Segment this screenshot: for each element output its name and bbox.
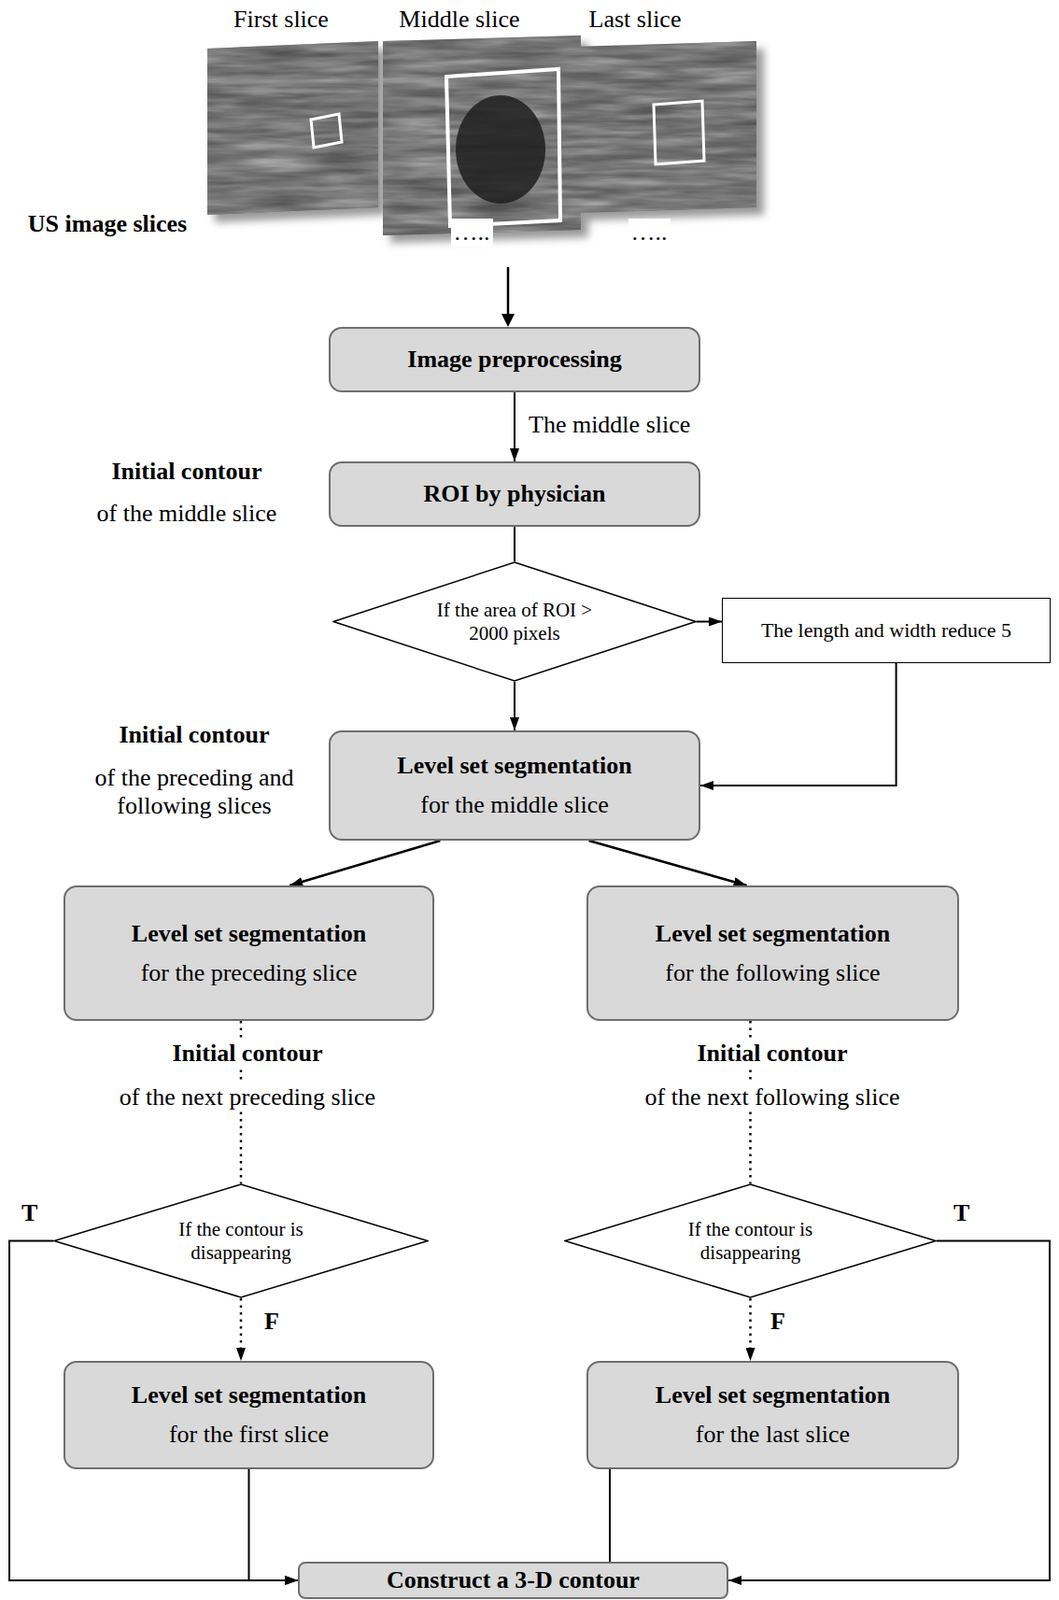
- flow-connector: [513, 681, 516, 731]
- edge-label: F: [261, 1307, 283, 1336]
- flow-connector: [696, 621, 722, 623]
- edge-label: F: [767, 1307, 789, 1336]
- annotation-text: of the next preceding slice: [116, 1083, 379, 1112]
- node-title: If the contour is disappearing: [685, 1217, 817, 1263]
- node-title: Image preprocessing: [407, 345, 622, 374]
- node-text: Construct a 3-D contour: [386, 1566, 640, 1595]
- roi-frame: [653, 100, 705, 165]
- node-text: Level set segmentation for the middle sli…: [396, 751, 632, 819]
- node-text: Image preprocessing: [407, 345, 622, 374]
- roi-frame: [446, 69, 561, 226]
- diamond-shape: [54, 1184, 428, 1298]
- process-box: Image preprocessing: [328, 326, 701, 393]
- annotation-heading: Initial contour: [115, 720, 272, 749]
- node-title: Level set segmentation: [131, 1381, 367, 1410]
- flow-connector: [513, 526, 516, 562]
- slice-image: [382, 35, 581, 236]
- annotation-heading: Initial contour: [108, 457, 265, 486]
- node-title: Level set segmentation: [396, 751, 632, 780]
- annotation-text: of the next following slice: [642, 1083, 904, 1112]
- node-title: ROI by physician: [423, 480, 606, 509]
- slice-image: [574, 41, 757, 213]
- node-text: Level set segmentation for the following …: [655, 919, 890, 988]
- roi-frame: [310, 113, 342, 148]
- lesion: [455, 95, 546, 204]
- flow-connector: [240, 1298, 243, 1361]
- edge-label: T: [950, 1199, 973, 1228]
- annotation-text: …..: [628, 218, 671, 247]
- process-box: Construct a 3-D contour: [297, 1561, 729, 1599]
- annotation-text: of the preceding and following slices: [63, 763, 325, 820]
- node-text: If the contour is disappearing: [685, 1217, 817, 1263]
- node-subtitle: for the last slice: [655, 1420, 890, 1449]
- node-text: If the area of ROI > 2000 pixels: [431, 598, 598, 644]
- decision-diamond: If the contour is disappearing: [564, 1183, 937, 1299]
- process-box: Level set segmentation for the middle sli…: [328, 730, 701, 841]
- node-text: The length and width reduce 5: [761, 618, 1012, 642]
- node-subtitle: for the middle slice: [396, 790, 632, 819]
- node-title: If the area of ROI > 2000 pixels: [431, 598, 598, 644]
- slice-texture: [574, 41, 757, 213]
- flow-connector: [700, 663, 897, 786]
- flow-connector: [513, 392, 516, 462]
- input-arrowhead: [501, 313, 515, 327]
- slice-image: [207, 41, 379, 215]
- annotation-heading: Initial contour: [169, 1039, 325, 1068]
- process-box: ROI by physician: [328, 461, 701, 527]
- node-title: Level set segmentation: [131, 919, 367, 948]
- edge-label: The middle slice: [525, 410, 693, 439]
- slice-texture: [382, 35, 581, 236]
- flow-connector: [589, 840, 748, 886]
- node-text: Level set segmentation for the last slice: [655, 1381, 890, 1449]
- node-title: Construct a 3-D contour: [386, 1566, 640, 1595]
- annotation-text: …..: [451, 218, 494, 247]
- process-box: Level set segmentation for the following …: [586, 885, 960, 1021]
- node-title: The length and width reduce 5: [761, 618, 1012, 642]
- node-text: Level set segmentation for the preceding …: [131, 919, 367, 988]
- node-title: If the contour is disappearing: [175, 1217, 307, 1263]
- diamond-shape: [564, 1184, 936, 1298]
- diamond-shape: [333, 562, 696, 681]
- flow-connector: [289, 840, 440, 886]
- node-subtitle: for the first slice: [131, 1420, 367, 1449]
- process-box: Level set segmentation for the last slice: [586, 1360, 960, 1469]
- annotation-text: Last slice: [586, 5, 685, 34]
- process-box: Level set segmentation for the preceding …: [63, 885, 435, 1021]
- annotation-text: Middle slice: [395, 5, 523, 34]
- decision-diamond: If the contour is disappearing: [53, 1183, 429, 1299]
- input-arrow: [507, 267, 510, 316]
- process-box: The length and width reduce 5: [721, 597, 1051, 664]
- slice-texture: [207, 41, 379, 215]
- flow-connector: [249, 1468, 299, 1581]
- decision-diamond: If the area of ROI > 2000 pixels: [332, 561, 697, 682]
- edge-label: T: [18, 1199, 41, 1228]
- node-text: If the contour is disappearing: [175, 1217, 307, 1263]
- annotation-heading: US image slices: [25, 210, 190, 239]
- process-box: Level set segmentation for the first slic…: [63, 1360, 435, 1469]
- node-text: Level set segmentation for the first slic…: [131, 1381, 367, 1449]
- annotation-text: First slice: [230, 5, 332, 34]
- annotation-text: of the middle slice: [94, 499, 281, 528]
- annotation-heading: Initial contour: [693, 1039, 850, 1068]
- node-title: Level set segmentation: [655, 919, 890, 948]
- node-subtitle: for the following slice: [655, 959, 890, 988]
- node-title: Level set segmentation: [655, 1381, 890, 1410]
- node-subtitle: for the preceding slice: [131, 959, 367, 988]
- flow-connector: [748, 1298, 752, 1361]
- node-text: ROI by physician: [423, 480, 606, 509]
